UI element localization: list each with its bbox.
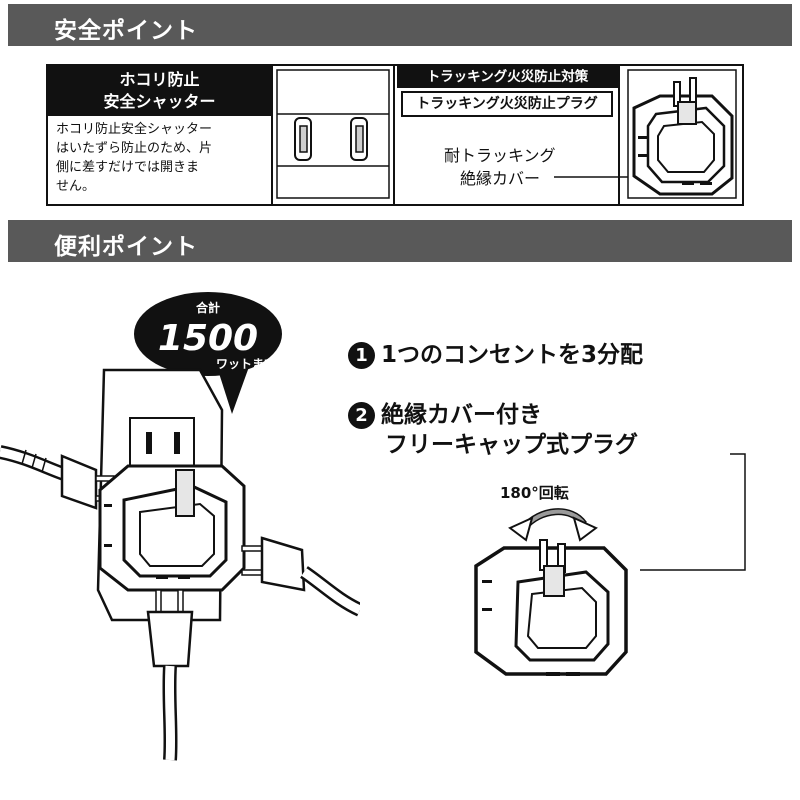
section-title: 便利ポイント [54,234,198,260]
section-title: 安全ポイント [54,18,198,44]
rotating-plug-illustration: 180°回転 [474,453,746,676]
tracking-heading: トラッキング火災防止対策 [397,66,618,88]
cover-label: 耐トラッキング 絶縁カバー [444,146,556,188]
feature-1-text: 1つのコンセントを3分配 [381,342,644,368]
shutter-heading-line1: ホコリ防止 [119,70,200,89]
outlet-shutter-illustration [276,69,390,199]
tracking-subheading: トラッキング火災防止プラグ [401,91,613,117]
shutter-heading-line2: 安全シャッター [103,92,216,111]
tap-plug-illustration [627,69,737,199]
feature-2-line2-row: フリーキャップ式プラグ [385,430,638,460]
section-header-convenience: 便利ポイント [8,220,792,262]
feature-2-line1: 絶縁カバー付き [381,402,542,428]
bubble-top-text: 合計 [196,300,220,315]
rotation-label: 180°回転 [500,484,569,502]
shutter-heading: ホコリ防止 安全シャッター [48,66,271,116]
feature-2-line2: フリーキャップ式プラグ [385,432,638,458]
safety-panel: ホコリ防止 安全シャッター ホコリ防止安全シャッター はいたずら防止のため、片 … [46,64,744,206]
rotation-arrow-icon [508,508,598,542]
feature-1-number: 1 [348,342,375,369]
shutter-description: ホコリ防止安全シャッター はいたずら防止のため、片 側に差すだけでは開きま せん… [56,122,213,194]
plug-illustration-cell [618,66,742,204]
bubble-number: 1500 [158,318,258,359]
section-header-safety: 安全ポイント [8,4,792,46]
bubble-unit: ワットまで [216,357,276,371]
outlet-illustration-cell [271,66,395,204]
feature-2-number: 2 [348,402,375,429]
outlet-usage-illustration: 合計 1500 ワットまで [0,292,360,761]
wattage-bubble [134,292,282,414]
